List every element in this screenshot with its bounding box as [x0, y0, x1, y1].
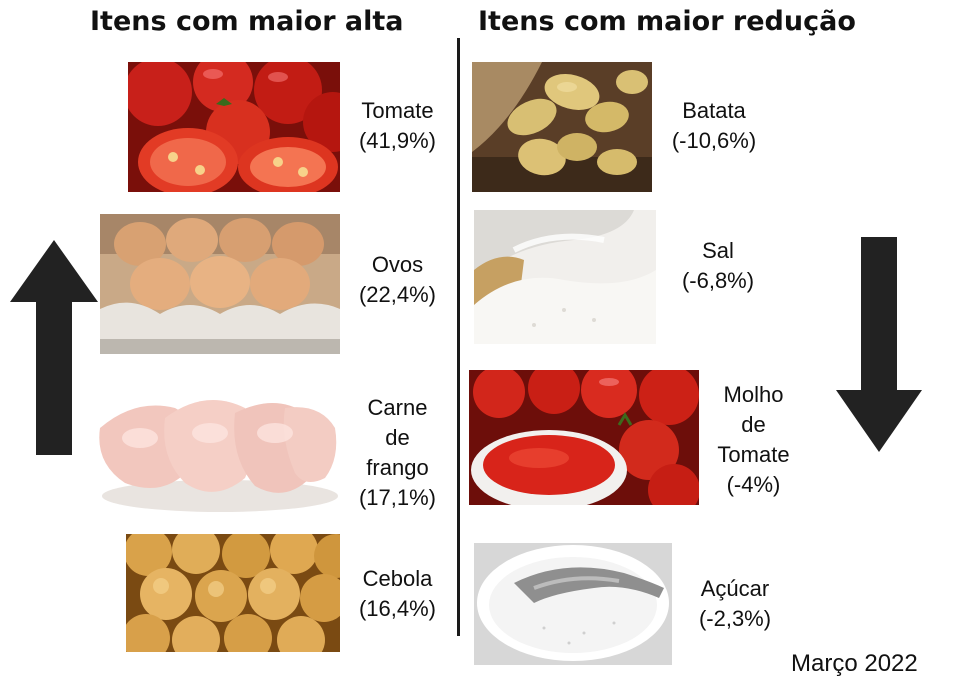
eggs-change: (22,4%) [358, 282, 437, 307]
onion-photo [126, 534, 340, 652]
tomato-sauce-photo [469, 370, 699, 505]
potato-label: Batata (-10,6%) [654, 96, 774, 156]
salt-change: (-6,8%) [681, 268, 755, 293]
sugar-change: (-2,3%) [698, 606, 772, 631]
tomato-label: Tomate (41,9%) [340, 96, 455, 156]
potato-photo [472, 62, 652, 192]
column-divider [457, 38, 460, 636]
tomato-change: (41,9%) [358, 128, 437, 153]
sugar-photo [474, 543, 672, 665]
arrow-up-icon [10, 240, 98, 455]
eggs-name: Ovos [371, 252, 424, 277]
eggs-label: Ovos (22,4%) [340, 250, 455, 310]
decrease-heading: Itens com maior redução [478, 6, 856, 37]
arrow-down-icon [836, 237, 922, 452]
chicken-name-line-3: frango [366, 455, 429, 480]
tomato-sauce-change: (-4%) [726, 472, 781, 497]
eggs-photo [100, 214, 340, 354]
chicken-change: (17,1%) [358, 485, 437, 510]
tomato-sauce-name-line-1: Molho [723, 382, 784, 407]
sugar-label: Açúcar (-2,3%) [675, 574, 795, 634]
potato-name: Batata [682, 98, 746, 123]
chicken-photo [95, 378, 340, 518]
salt-photo [474, 210, 656, 344]
sugar-name: Açúcar [700, 576, 770, 601]
chicken-name-line-1: Carne [367, 395, 428, 420]
footer-date: Março 2022 [791, 650, 918, 677]
increase-heading: Itens com maior alta [90, 6, 404, 37]
onion-name: Cebola [362, 566, 433, 591]
onion-change: (16,4%) [358, 596, 437, 621]
tomato-name: Tomate [361, 98, 434, 123]
chicken-name-line-2: de [385, 425, 410, 450]
potato-change: (-10,6%) [671, 128, 757, 153]
salt-name: Sal [702, 238, 734, 263]
chicken-label: Carne de frango (17,1%) [340, 393, 455, 513]
salt-label: Sal (-6,8%) [658, 236, 778, 296]
tomato-sauce-name-line-3: Tomate [717, 442, 790, 467]
tomato-photo [128, 62, 340, 192]
onion-label: Cebola (16,4%) [340, 564, 455, 624]
tomato-sauce-name-line-2: de [741, 412, 766, 437]
tomato-sauce-label: Molho de Tomate (-4%) [701, 380, 806, 500]
